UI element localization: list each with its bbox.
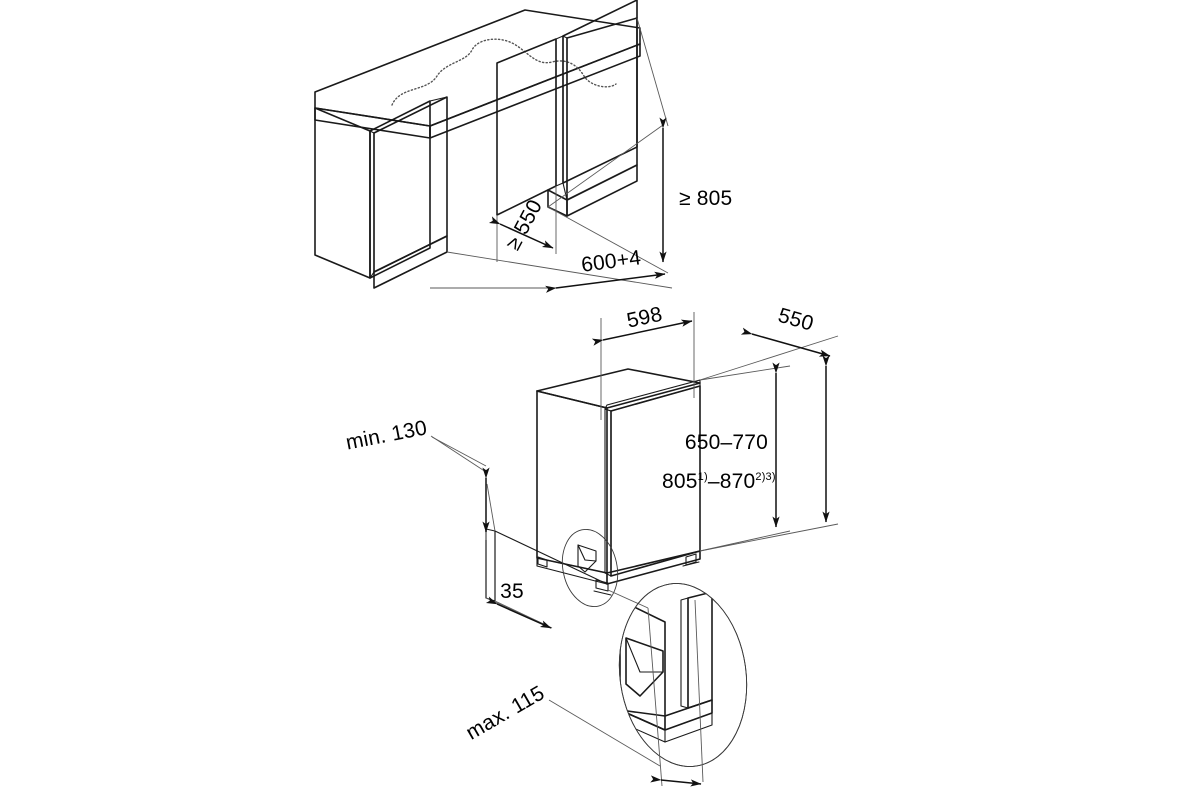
right-cabinet	[496, 0, 638, 217]
top-view-group: ≥ 550 600+4 ≥ 805	[314, 0, 732, 293]
dim-label-550: 550	[775, 304, 816, 336]
dim-niche-width: 600+4	[545, 246, 666, 293]
detail-callout-circle-small	[561, 528, 619, 608]
dim-total-height-main: 805	[662, 470, 698, 493]
dim-total-height-sup2: 2)3)	[755, 471, 775, 483]
dim-label-niche-width: 600+4	[580, 246, 643, 277]
dim-niche-depth: ≥ 550	[488, 196, 554, 254]
dim-total-height-sup1: 1)	[698, 471, 708, 483]
dim-label-niche-height: ≥ 805	[679, 187, 732, 210]
dim-plinth-recess: min. 130	[344, 416, 490, 533]
dim-niche-height: ≥ 805	[659, 117, 732, 263]
dim-door-panel-height: 650–770	[685, 362, 780, 528]
dim-label-niche-depth: ≥ 550	[502, 196, 547, 254]
dim-label-min-130: min. 130	[344, 416, 429, 454]
dim-appliance-depth: 550	[740, 304, 831, 357]
worktop-cutout-break-line	[391, 38, 617, 106]
detail-magnified-view	[607, 583, 748, 767]
dim-label-max-115: max. 115	[462, 681, 548, 744]
worktop-slab	[314, 9, 641, 139]
dim-label-650-770: 650–770	[685, 431, 768, 454]
dim-total-height-mid: –870	[708, 470, 756, 493]
dim-appliance-width: 598	[591, 303, 693, 346]
dim-label-35: 35	[500, 580, 524, 603]
detail-magnified-content	[619, 591, 713, 743]
dim-label-total-height: 8051)–8702)3)	[608, 462, 818, 493]
dim-plinth-height: 35	[485, 580, 552, 629]
bottom-view-group: 598 550 650–770 8051)–8702)3) min. 130	[344, 303, 839, 787]
dim-total-height: 8051)–8702)3)	[608, 355, 830, 523]
